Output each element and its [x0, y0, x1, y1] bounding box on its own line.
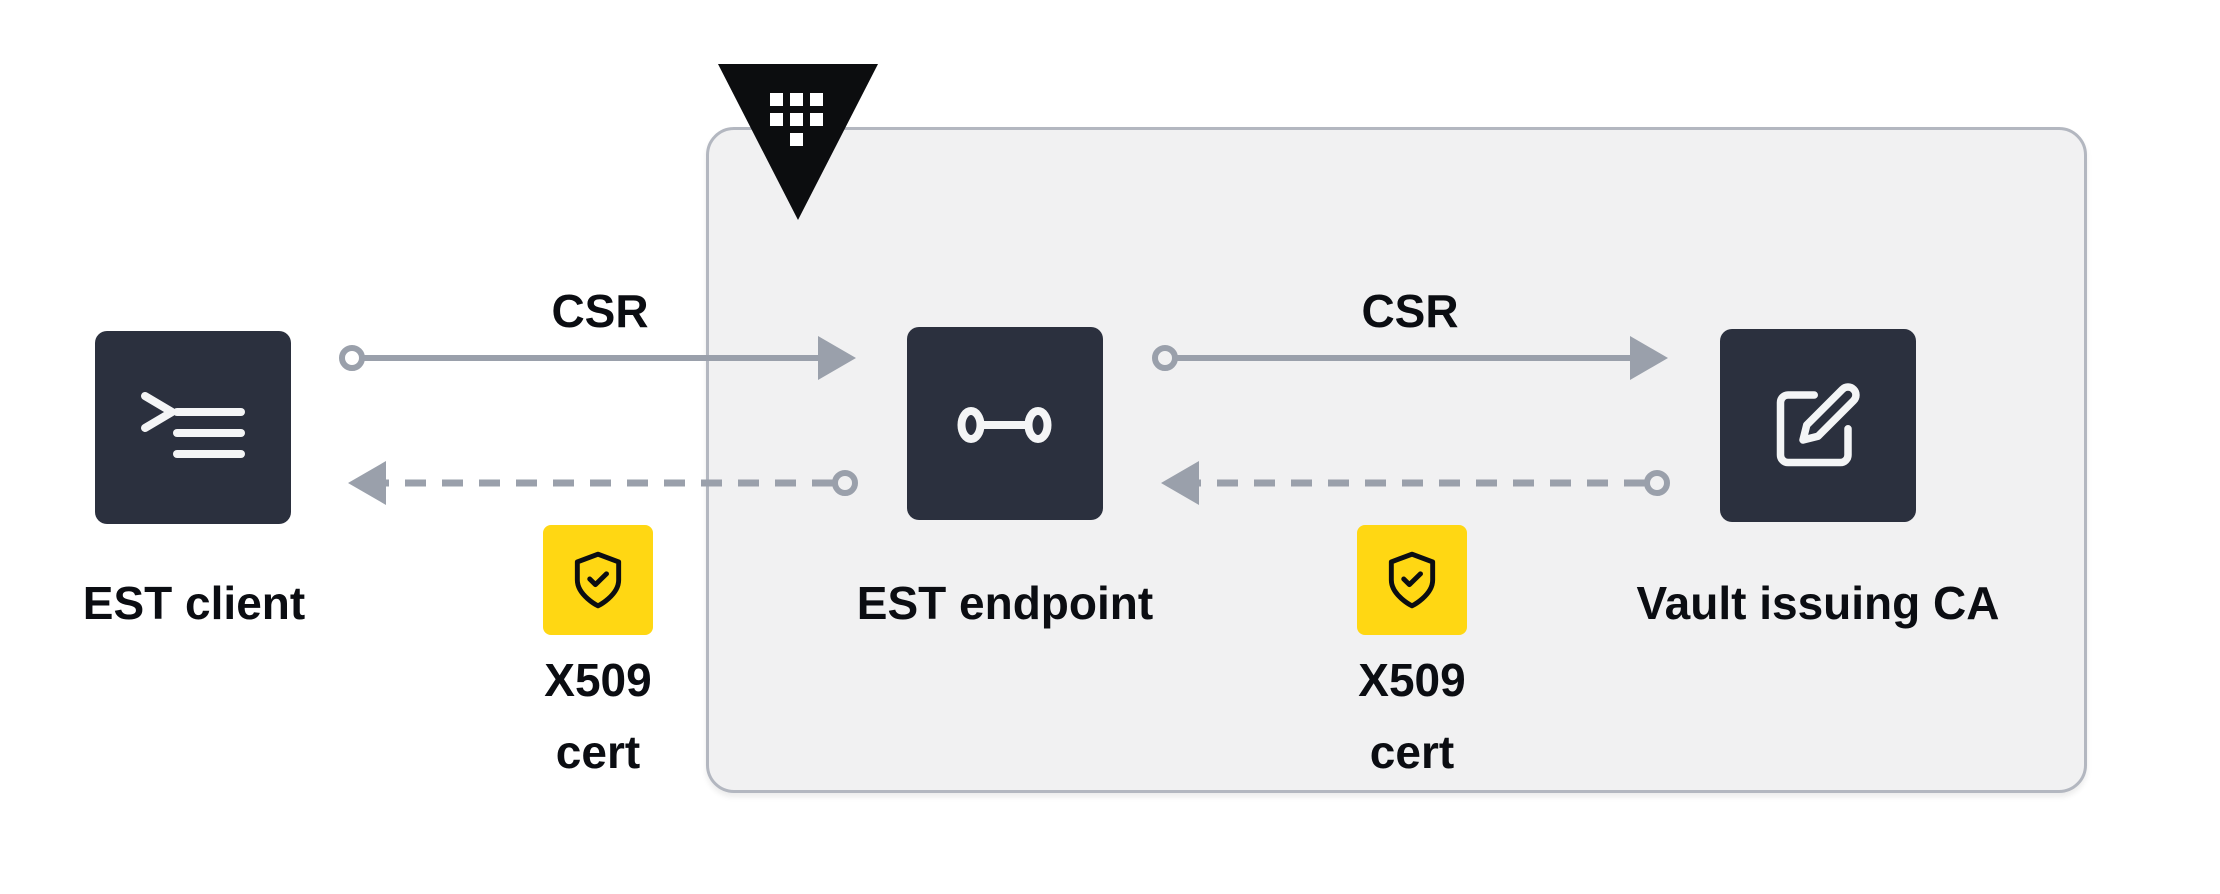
shield-check-icon: [574, 551, 622, 609]
terminal-icon: [141, 392, 245, 458]
badge-left-line1: X509: [544, 654, 652, 706]
node-label-vault-issuing-ca: Vault issuing CA: [1636, 577, 2000, 629]
badge-left-line2: cert: [555, 726, 641, 778]
node-est-client: [95, 331, 291, 524]
shield-check-icon: [1388, 551, 1436, 609]
node-est-endpoint: [907, 327, 1103, 520]
badge-right-line2: cert: [1369, 726, 1455, 778]
socket-link-icon: [957, 407, 1052, 443]
csr-label-right: CSR: [1361, 285, 1459, 337]
node-label-est-endpoint: EST endpoint: [856, 577, 1154, 629]
badge-x509-right: [1357, 525, 1467, 635]
node-vault-issuing-ca: [1720, 329, 1916, 522]
csr-label-left: CSR: [551, 285, 649, 337]
vault-logo-icon: [718, 64, 878, 220]
badge-x509-left: [543, 525, 653, 635]
badge-right-line1: X509: [1358, 654, 1466, 706]
pencil-square-icon: [1776, 383, 1860, 467]
node-label-est-client: EST client: [82, 577, 306, 629]
